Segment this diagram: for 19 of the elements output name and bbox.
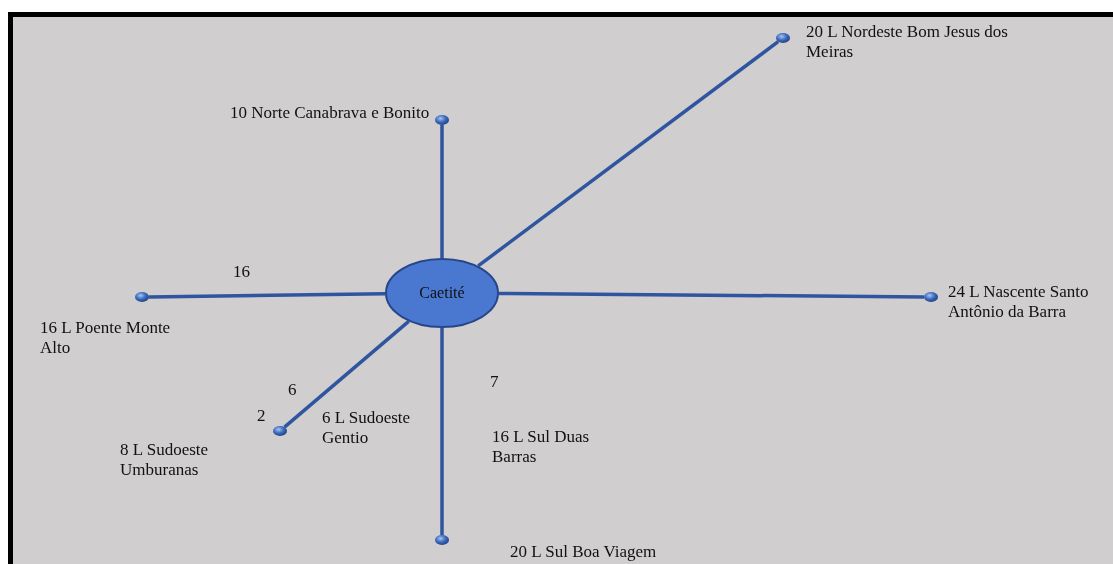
city-name: Caetité [419, 284, 465, 302]
connector-line [499, 291, 924, 299]
connector-line [283, 320, 410, 429]
distance-label: 2 [257, 406, 266, 426]
distance-label: 16 [233, 262, 250, 282]
connector-line [148, 292, 386, 299]
place-label: 24 L Nascente Santo Antônio da Barra [948, 282, 1090, 322]
place-label: 8 L Sudoeste Umburanas [120, 440, 210, 480]
connector-line [477, 40, 780, 268]
connector-line [440, 125, 444, 258]
place-label: 10 Norte Canabrava e Bonito [230, 103, 430, 123]
place-label: 6 L Sudoeste Gentio [322, 408, 412, 448]
place-label: 20 L Sul Boa Viagem [510, 542, 658, 562]
distance-label: 7 [490, 372, 499, 392]
place-label: 16 L Poente Monte Alto [40, 318, 172, 358]
place-label: 20 L Nordeste Bom Jesus dos Meiras [806, 22, 1009, 62]
place-label: 16 L Sul Duas Barras [492, 427, 591, 467]
distance-label: 6 [288, 380, 297, 400]
connector-line [440, 328, 444, 535]
